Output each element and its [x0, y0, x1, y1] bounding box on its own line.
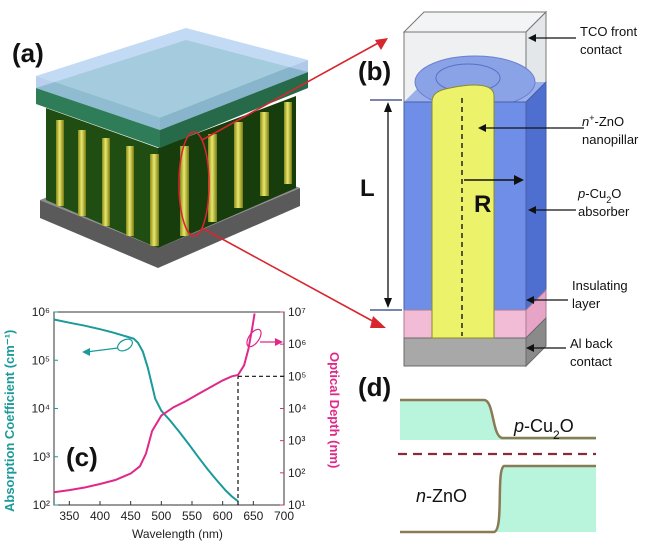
left-series-marker-ellipse: [117, 338, 133, 352]
x-tick-label: 350: [59, 509, 79, 523]
absorption-coefficient-line: [53, 318, 239, 502]
length-label-L: L: [360, 175, 375, 202]
y-right-tick-label: 10⁵: [288, 369, 306, 383]
y-left-tick-label: 10⁴: [31, 402, 50, 416]
panel-b-label: (b): [358, 56, 391, 86]
x-tick-label: 500: [151, 509, 171, 523]
chart-marks: 350 400 450 500 550 600 650 700 10² 10³ 10⁴ 10⁵ 10⁶ 1…: [31, 305, 306, 523]
zno-label-2: nanopillar: [582, 132, 639, 147]
panel-c: 350 400 450 500 550 600 650 700 10² 10³ 10⁴ 10⁵ 10⁶ 1…: [2, 305, 342, 541]
nanopillars: [56, 102, 292, 246]
cu2o-label-1: p-Cu2O: [577, 186, 621, 205]
al-label-2: contact: [570, 354, 612, 369]
zoom-arrows: [201, 38, 388, 328]
band-edge-bottom: [400, 464, 596, 534]
y-right-axis-label: Optical Depth (nm): [327, 352, 342, 468]
y-right-tick-label: 10⁴: [288, 402, 307, 416]
y-right-tick-label: 10⁶: [288, 337, 306, 351]
x-tick-label: 700: [274, 509, 294, 523]
x-tick-label: 600: [213, 509, 233, 523]
x-tick-label: 400: [90, 509, 110, 523]
panel-a-label: (a): [12, 38, 44, 68]
radius-label-R: R: [474, 191, 491, 218]
y-left-tick-label: 10²: [33, 498, 50, 512]
al-back-contact: [403, 337, 527, 367]
tco-label-1: TCO front: [580, 24, 637, 39]
x-tick-label: 550: [182, 509, 202, 523]
band-top-label: p-Cu2O: [513, 416, 574, 442]
al-label-1: Al back: [570, 336, 613, 351]
insulating-label-2: layer: [572, 296, 601, 311]
y-left-tick-label: 10⁵: [32, 353, 50, 367]
band-edge-top: [400, 398, 596, 440]
band-bottom-label: n-ZnO: [416, 486, 467, 506]
y-right-tick-label: 10⁷: [288, 305, 306, 319]
x-axis-label: Wavelength (nm): [132, 527, 223, 541]
insulating-label-1: Insulating: [572, 278, 628, 293]
y-left-tick-label: 10⁶: [32, 305, 50, 319]
panel-b: (b) L R: [358, 10, 639, 369]
base-substrate: [40, 188, 300, 268]
panel-d: (d) p-Cu2O n-ZnO: [358, 372, 596, 534]
tco-label-2: contact: [580, 42, 622, 57]
y-right-tick-label: 10²: [288, 466, 305, 480]
x-tick-label: 450: [121, 509, 141, 523]
highlight-ellipse: [178, 131, 210, 237]
panel-a: (a): [12, 28, 308, 268]
y-left-tick-label: 10³: [33, 450, 50, 464]
y-left-axis-label: Absorption Coefficient (cm⁻¹): [2, 330, 17, 512]
right-series-marker-ellipse: [246, 328, 262, 348]
zno-label-1: n+-ZnO: [582, 113, 624, 129]
tco-layer-top: [36, 28, 308, 118]
zno-nanopillar: [431, 84, 495, 339]
panel-d-label: (d): [358, 372, 391, 402]
optical-depth-line: [53, 313, 256, 494]
y-right-tick-label: 10³: [288, 434, 305, 448]
x-tick-label: 650: [243, 509, 263, 523]
panel-c-label: (c): [66, 442, 98, 472]
y-right-tick-label: 10¹: [288, 498, 305, 512]
cu2o-label-2: absorber: [578, 204, 630, 219]
